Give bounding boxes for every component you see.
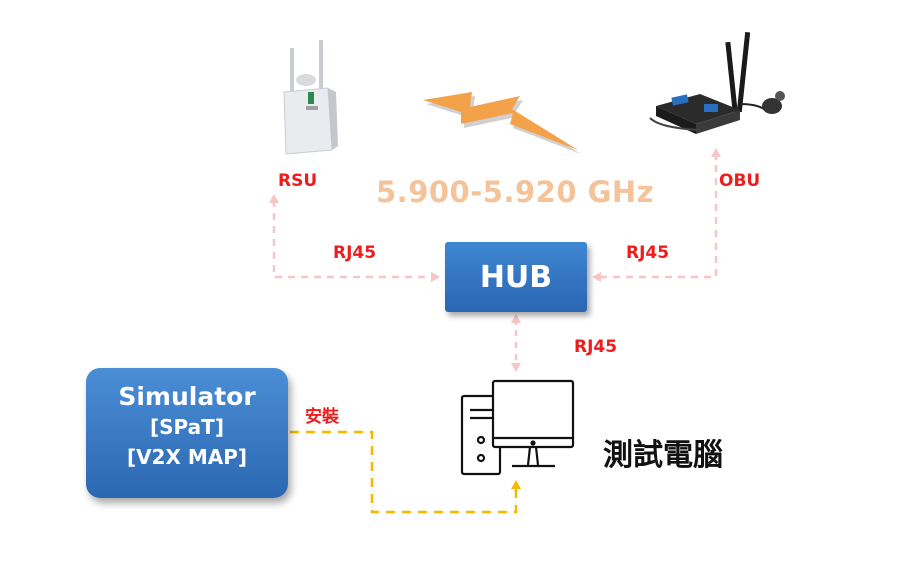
obu-label: OBU	[719, 171, 761, 191]
hub-pc-rj45-label: RJ45	[574, 337, 618, 357]
frequency-label: 5.900-5.920 GHz	[376, 175, 655, 209]
hub-label: HUB	[479, 259, 553, 295]
rsu-hub-line	[272, 200, 440, 282]
simulator-v2x-map: [V2X MAP]	[126, 445, 248, 469]
simulator-spat: [SPaT]	[150, 415, 224, 439]
obu-hub-line	[592, 152, 718, 282]
simulator-box: Simulator [SPaT] [V2X MAP]	[86, 368, 288, 498]
wireless-lightning-icon	[423, 92, 581, 154]
install-line	[290, 430, 521, 514]
computer-icon	[460, 379, 575, 476]
rsu-label: RSU	[278, 171, 318, 191]
hub-box: HUB	[445, 242, 587, 312]
obu-device-icon	[649, 32, 785, 134]
test-pc-label: 測試電腦	[603, 438, 723, 473]
install-label: 安裝	[305, 407, 339, 427]
obu-hub-rj45-label: RJ45	[626, 243, 670, 263]
rsu-hub-rj45-label: RJ45	[333, 243, 377, 263]
simulator-title: Simulator	[118, 382, 256, 411]
rsu-device-icon	[283, 40, 338, 155]
